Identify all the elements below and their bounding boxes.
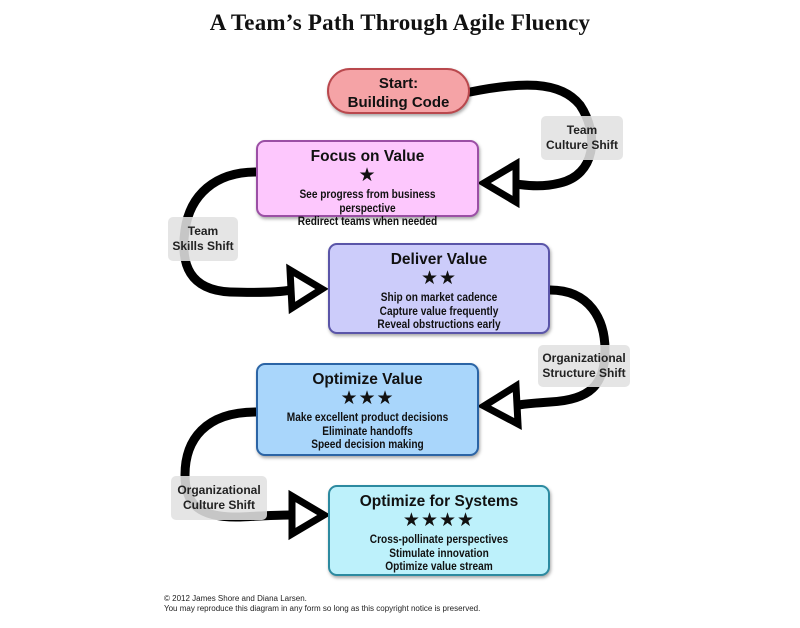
arrowhead-deliver bbox=[286, 263, 329, 315]
star-icon: ★★ bbox=[420, 268, 458, 289]
zone-benefit: Eliminate handoffs bbox=[322, 425, 413, 438]
shift-line: Skills Shift bbox=[172, 239, 234, 253]
zone-benefit: Capture value frequently bbox=[379, 305, 499, 318]
zone-title: Optimize for Systems bbox=[359, 493, 519, 510]
zone-benefit: Speed decision making bbox=[311, 439, 424, 451]
arrowhead-systems bbox=[288, 489, 331, 541]
zone-title: Focus on Value bbox=[310, 148, 425, 165]
shift-line: Team bbox=[187, 224, 219, 238]
zone-benefit: Cross-pollinate perspectives bbox=[369, 534, 509, 546]
arrowhead-focus bbox=[477, 157, 520, 209]
zone-title: Deliver Value bbox=[390, 251, 488, 268]
arrowhead-optimize bbox=[476, 379, 522, 430]
zone-benefit: Make excellent product decisions bbox=[286, 412, 449, 424]
shift-line: Team bbox=[566, 123, 598, 137]
zone-benefit: Reveal obstructions early bbox=[377, 319, 501, 331]
star-icon: ★ bbox=[358, 165, 377, 186]
zone-benefit: Ship on market cadence bbox=[380, 292, 498, 304]
zone-focus-on-value: Focus on Value ★ See progress from busin… bbox=[256, 140, 479, 228]
zone-deliver-value: Deliver Value ★★ Ship on market cadence … bbox=[328, 243, 550, 334]
start-node-building-code: Start: Building Code bbox=[327, 68, 470, 114]
shift-line: Organizational bbox=[542, 351, 626, 365]
zone-benefit: Redirect teams when needed bbox=[297, 216, 438, 228]
zone-benefit: See progress from business perspective bbox=[299, 189, 436, 215]
shift-label-org-structure: Organizational Structure Shift bbox=[538, 345, 630, 387]
shift-label-team-culture: Team Culture Shift bbox=[541, 116, 623, 160]
star-icon: ★★★★ bbox=[402, 510, 476, 531]
zone-benefit: Optimize value stream bbox=[385, 561, 493, 573]
shift-label-team-skills: Team Skills Shift bbox=[168, 217, 238, 261]
zone-optimize-value: Optimize Value ★★★ Make excellent produc… bbox=[256, 363, 479, 456]
copyright-notice: © 2012 James Shore and Diana Larsen. You… bbox=[164, 594, 480, 614]
zone-benefit: Stimulate innovation bbox=[389, 547, 489, 560]
shift-line: Structure Shift bbox=[542, 366, 626, 380]
shift-line: Culture Shift bbox=[183, 498, 255, 512]
shift-label-org-culture: Organizational Culture Shift bbox=[171, 476, 267, 520]
copyright-line: You may reproduce this diagram in any fo… bbox=[164, 604, 481, 613]
zone-optimize-for-systems: Optimize for Systems ★★★★ Cross-pollinat… bbox=[328, 485, 550, 576]
start-label: Start: bbox=[378, 75, 419, 92]
start-sublabel: Building Code bbox=[347, 94, 450, 111]
shift-line: Organizational bbox=[177, 483, 261, 497]
zone-title: Optimize Value bbox=[312, 371, 423, 388]
shift-line: Culture Shift bbox=[546, 138, 618, 152]
star-icon: ★★★ bbox=[340, 388, 395, 409]
copyright-line: © 2012 James Shore and Diana Larsen. bbox=[164, 594, 307, 603]
path-focus-to-deliver bbox=[179, 167, 297, 297]
diagram-title: A Team’s Path Through Agile Fluency bbox=[209, 10, 591, 35]
